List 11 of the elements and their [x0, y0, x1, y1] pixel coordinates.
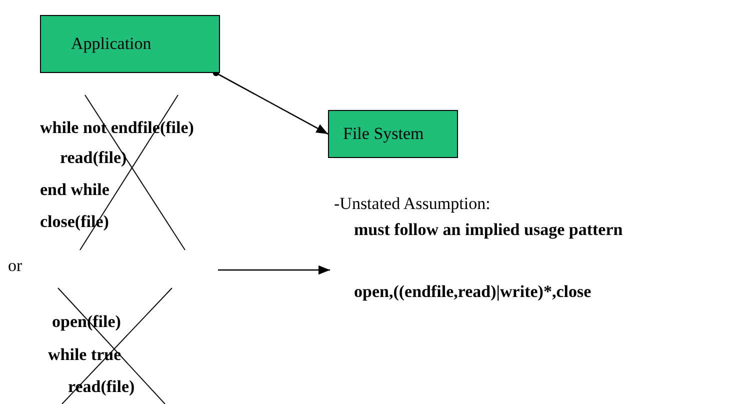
note-text: must follow an implied usage pattern [354, 220, 623, 240]
note-heading: -Unstated Assumption: [334, 194, 490, 214]
process-box [40, 15, 220, 73]
connector-word: or [8, 256, 22, 276]
process-box [328, 110, 458, 158]
note-text: open,((endfile,read)|write)*,close [354, 282, 592, 302]
box-label: File System [343, 124, 424, 144]
code-line: end while [40, 180, 110, 200]
arrow [218, 265, 330, 275]
code-line: read(file) [60, 148, 127, 168]
box-label: Application [71, 34, 152, 54]
